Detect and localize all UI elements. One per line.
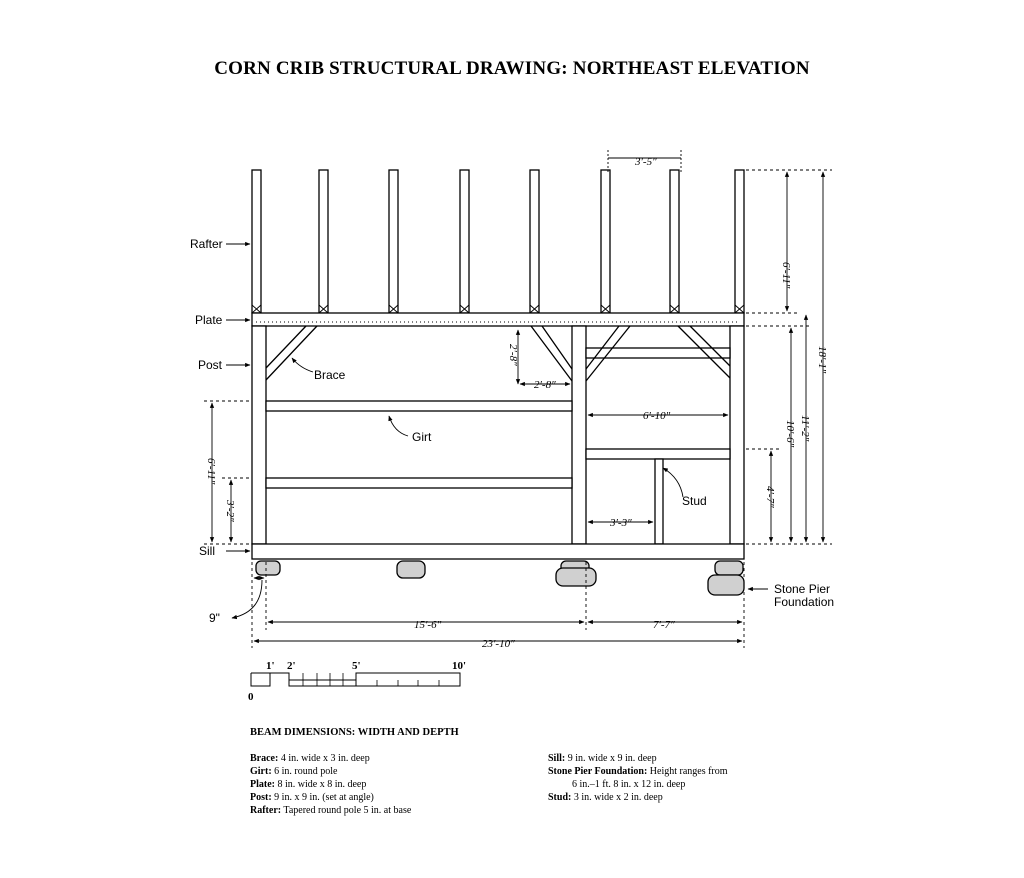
dim-post-height-inner: 10′-6″ (784, 420, 796, 448)
dim-stud-spacing: 3′-3″ (609, 517, 632, 529)
rafter (251, 169, 262, 314)
rafter (388, 169, 399, 314)
dim-left-lower: 3′-2″ (224, 499, 236, 522)
scale-zero: 0 (248, 691, 254, 703)
stone-pier (396, 560, 426, 579)
note-item: Sill: 9 in. wide x 9 in. deep (548, 752, 818, 765)
dim-total-height: 18′-1″ (816, 346, 828, 374)
dim-left-upper: 6′-11″ (205, 458, 217, 485)
rafter (459, 169, 470, 314)
note-desc: 9 in. wide x 9 in. deep (567, 753, 657, 764)
scale-bar (250, 672, 461, 687)
stone-pier (707, 574, 745, 596)
foundation-label: Foundation (774, 595, 834, 609)
dim-span-total: 23′-10″ (482, 638, 515, 650)
note-term: Brace: (250, 753, 279, 764)
nine-inch-label: 9" (209, 611, 220, 625)
dim-bay-width: 6′-10″ (643, 410, 671, 422)
post-label: Post (198, 358, 223, 372)
dim-brace-horizontal: 2′-8″ (534, 379, 556, 391)
post-right (729, 325, 745, 545)
note-term: Stone Pier Foundation: (548, 766, 648, 777)
girt-upper (265, 400, 573, 412)
scale-five: 5' (352, 660, 361, 672)
dim-post-height: 11′-2″ (799, 415, 811, 442)
brace-label: Brace (314, 368, 346, 382)
post-center (571, 325, 587, 545)
stone-pier (255, 560, 281, 576)
note-term: Post: (250, 792, 272, 803)
dim-brace-vertical: 2′-8″ (507, 344, 519, 366)
note-term: Sill: (548, 753, 566, 764)
note-item: Girt: 6 in. round pole (250, 765, 530, 778)
girt-right-mid (585, 448, 731, 460)
note-term: Plate: (250, 779, 275, 790)
notes-heading: BEAM DIMENSIONS: WIDTH AND DEPTH (250, 727, 459, 738)
dim-rafter-height: 6′-11″ (780, 262, 792, 289)
rafter (600, 169, 611, 314)
post-left (251, 325, 267, 545)
stone-piers (255, 560, 745, 596)
scale-one: 1' (266, 660, 275, 672)
note-desc: 6 in. round pole (274, 766, 338, 777)
note-desc: 6 in.–1 ft. 8 in. x 12 in. deep (572, 779, 686, 790)
drawing-title: CORN CRIB STRUCTURAL DRAWING: NORTHEAST … (214, 58, 810, 79)
plate-label: Plate (195, 313, 223, 327)
girt-right-top (585, 347, 731, 359)
rafter (669, 169, 680, 314)
rafter (318, 169, 329, 314)
notes-right-column: Sill: 9 in. wide x 9 in. deep Stone Pier… (548, 752, 818, 804)
note-item: 6 in.–1 ft. 8 in. x 12 in. deep (548, 778, 818, 791)
dim-rafter-spacing: 3′-5″ (634, 156, 657, 168)
dim-span-left: 15′-6″ (414, 619, 442, 631)
plate-beam (251, 312, 745, 327)
stone-pier (555, 567, 597, 587)
note-desc: Tapered round pole 5 in. at base (283, 805, 412, 816)
girt-label: Girt (412, 430, 432, 444)
note-item: Plate: 8 in. wide x 8 in. deep (250, 778, 530, 791)
stone-pier (714, 560, 744, 576)
note-desc: 9 in. x 9 in. (set at angle) (274, 792, 374, 803)
stud-label: Stud (682, 494, 707, 508)
note-term: Girt: (250, 766, 272, 777)
beam-dimensions-notes: BEAM DIMENSIONS: WIDTH AND DEPTH Brace: … (250, 726, 810, 816)
scale-two: 2' (287, 660, 296, 672)
note-desc: 4 in. wide x 3 in. deep (280, 753, 370, 764)
sill-beam (251, 543, 745, 560)
note-item: Post: 9 in. x 9 in. (set at angle) (250, 791, 530, 804)
notes-left-column: Brace: 4 in. wide x 3 in. deep Girt: 6 i… (250, 752, 530, 817)
note-term: Stud: (548, 792, 572, 803)
girt-lower (265, 477, 573, 489)
stone-pier-label: Stone Pier (774, 582, 830, 596)
note-item: Brace: 4 in. wide x 3 in. deep (250, 752, 530, 765)
braces (265, 325, 731, 382)
rafters (251, 169, 745, 314)
note-term: Rafter: (250, 805, 282, 816)
note-item: Stone Pier Foundation: Height ranges fro… (548, 765, 818, 778)
note-desc: 8 in. wide x 8 in. deep (277, 779, 367, 790)
dim-lower-height: 4′-7″ (764, 486, 776, 508)
sill-label: Sill (199, 544, 215, 558)
note-desc: Height ranges from (649, 766, 728, 777)
rafter (529, 169, 540, 314)
dim-span-right: 7′-7″ (653, 619, 675, 631)
scale-ten: 10' (452, 660, 466, 672)
note-desc: 3 in. wide x 2 in. deep (573, 792, 663, 803)
note-item: Stud: 3 in. wide x 2 in. deep (548, 791, 818, 804)
rafter-label: Rafter (190, 237, 223, 251)
rafter (734, 169, 745, 314)
note-item: Rafter: Tapered round pole 5 in. at base (250, 804, 530, 817)
stud (654, 458, 664, 545)
